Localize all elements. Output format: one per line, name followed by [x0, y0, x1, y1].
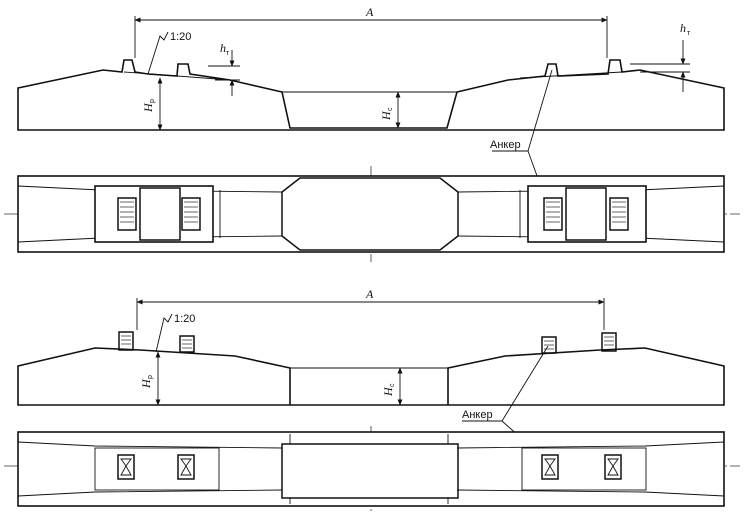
fastener-plate-left: [94, 185, 214, 243]
side-view-lower: A 1:20 H р H с Анкер: [17, 287, 725, 463]
label-hc-lower: H: [381, 386, 395, 397]
label-hp-lower: H: [139, 378, 153, 389]
rail-seat-zone-left: [94, 447, 220, 491]
label-ht-sub-left: т: [226, 50, 230, 57]
bolt-side-2: [179, 335, 195, 353]
inclination-leader-upper: [147, 31, 169, 75]
anchor-plan-1: [117, 454, 135, 480]
rail-seat-line-left: [123, 71, 231, 81]
anchor-plan-4: [604, 454, 622, 480]
bolt-side-1: [118, 331, 134, 351]
anchor-leader-lower-a: [501, 345, 549, 422]
anchor-leader-upper-a: [527, 69, 553, 152]
fastener-bolt-left-1: [117, 197, 137, 231]
bolt-thread-right: [546, 201, 626, 223]
inclination-leader-lower: [155, 313, 173, 353]
label-ht-left: h: [220, 41, 226, 55]
sleeper-body-side-lower: [17, 347, 725, 406]
label-hc-upper: H: [379, 110, 393, 121]
label-hp-sub-lower: р: [147, 375, 154, 379]
label-inclination-lower: 1:20: [174, 313, 195, 325]
label-hc-sub-upper: с: [387, 107, 394, 111]
rail-seat-zone-right: [521, 447, 647, 491]
bolt-side-threads: [121, 335, 614, 350]
label-hp-upper: H: [141, 102, 155, 113]
bolt-thread-left: [120, 201, 198, 223]
anchor-plan-3: [541, 454, 559, 480]
fastener-bolt-left-2: [181, 197, 201, 231]
label-hp-sub-upper: р: [149, 99, 156, 103]
side-view-upper: A 1:20 h т h т H р H с Анкер: [17, 5, 725, 207]
sleeper-body-side-upper: [17, 59, 725, 131]
label-ht-right: h: [680, 21, 686, 35]
label-a-upper: A: [365, 5, 374, 19]
bolt-side-4: [601, 332, 617, 352]
plan-center-lower: [281, 443, 459, 499]
fastener-plate-right: [527, 185, 647, 243]
plan-view-lower: [4, 426, 740, 512]
fastener-bolt-right-1: [543, 197, 563, 231]
label-inclination-upper: 1:20: [170, 31, 191, 43]
fastener-bolt-right-2: [609, 197, 629, 231]
label-anchor-lower: Анкер: [462, 409, 493, 421]
plan-taper-right-lower: [456, 441, 725, 497]
rail-seat-line-right: [519, 71, 623, 79]
label-a-lower: A: [365, 287, 374, 301]
plan-view-upper: [4, 166, 740, 262]
fastener-rail-left: [139, 187, 181, 241]
label-anchor-upper: Анкер: [490, 139, 521, 151]
plan-center-upper: [281, 177, 459, 251]
fastener-rail-right: [565, 187, 607, 241]
anchor-plan-2: [177, 454, 195, 480]
plan-taper-left-lower: [17, 441, 283, 497]
label-hc-sub-lower: с: [389, 383, 396, 387]
bolt-side-3: [541, 336, 557, 354]
label-ht-sub-right: т: [687, 30, 691, 37]
